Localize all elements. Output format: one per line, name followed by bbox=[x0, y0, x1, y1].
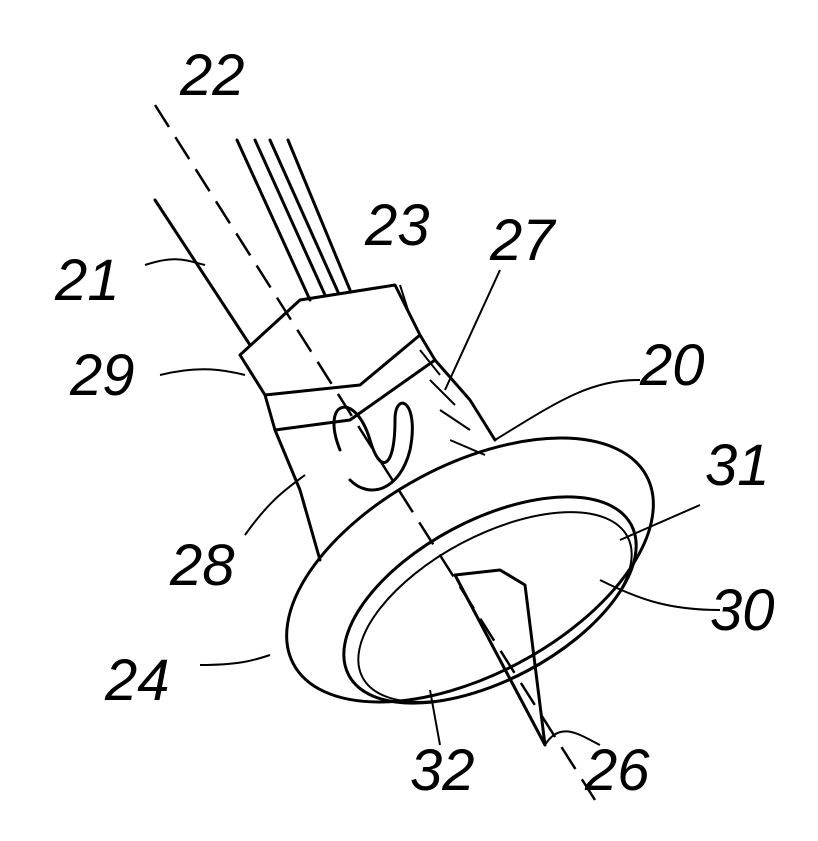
label-20: 20 bbox=[639, 333, 705, 398]
label-26: 26 bbox=[584, 738, 650, 803]
label-28: 28 bbox=[169, 533, 235, 598]
label-22: 22 bbox=[179, 43, 245, 108]
flange-disc bbox=[285, 436, 655, 704]
label-23: 23 bbox=[364, 193, 430, 258]
needle-tip bbox=[453, 568, 547, 747]
wire-loop bbox=[332, 401, 414, 492]
label-29: 29 bbox=[69, 343, 135, 408]
label-32: 32 bbox=[410, 738, 475, 803]
shaft-wires bbox=[153, 138, 352, 347]
leader-lines bbox=[144, 258, 721, 746]
threads bbox=[419, 349, 486, 456]
center-axis-line bbox=[153, 104, 597, 801]
hex-nut bbox=[238, 283, 437, 432]
sleeve-body bbox=[273, 358, 497, 562]
label-30: 30 bbox=[710, 578, 775, 643]
label-24: 24 bbox=[104, 648, 170, 713]
label-27: 27 bbox=[489, 208, 557, 273]
label-21: 21 bbox=[54, 248, 120, 313]
label-31: 31 bbox=[705, 433, 770, 498]
